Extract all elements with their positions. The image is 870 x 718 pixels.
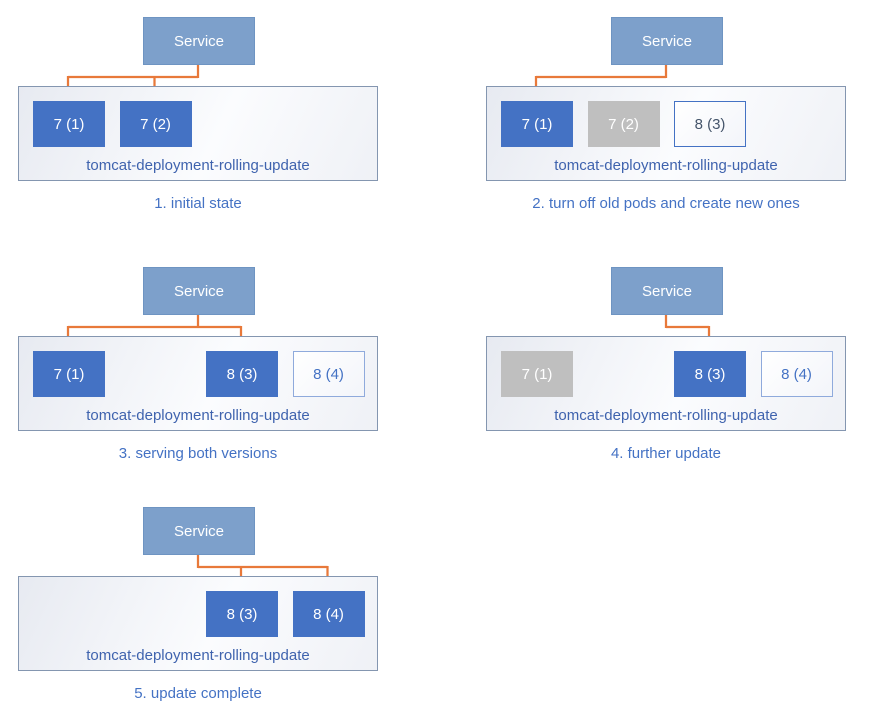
deployment-label: tomcat-deployment-rolling-update: [86, 157, 310, 174]
deployment-box: 7 (1) 8 (3) 8 (4) tomcat-deployment-rolling…: [18, 336, 378, 431]
service-box: Service: [611, 267, 723, 315]
deployment-box: 7 (1) 7 (2) tomcat-deployment-rolling-upda…: [18, 86, 378, 181]
service-label: Service: [173, 282, 225, 300]
pod-7-1-box: 7 (1): [33, 101, 105, 147]
deployment-label: tomcat-deployment-rolling-update: [86, 407, 310, 424]
pod-8-4-box: 8 (4): [760, 351, 833, 397]
pod-8-3-box: 8 (3): [674, 351, 746, 397]
pod-8-3-box: 8 (3): [206, 591, 278, 637]
panel-caption: 1. initial state: [154, 195, 242, 212]
service-label: Service: [641, 32, 693, 50]
deployment-label: tomcat-deployment-rolling-update: [554, 407, 778, 424]
pod-8-4-box: 8 (4): [292, 351, 365, 397]
pod-8-3-box: 8 (3): [206, 351, 278, 397]
panel-step-2: Service 7 (1) 7 (2) 8 (3) tomcat-deployment-…: [486, 0, 846, 235]
pod-7-2-box: 7 (2): [119, 101, 192, 147]
pod-8-4-box: 8 (4): [292, 591, 365, 637]
service-label: Service: [173, 32, 225, 50]
service-label: Service: [173, 522, 225, 540]
deployment-box: 8 (3) 8 (4) tomcat-deployment-rolling-upda…: [18, 576, 378, 671]
service-label: Service: [641, 282, 693, 300]
panel-caption: 3. serving both versions: [118, 445, 278, 462]
panel-step-5: Service 8 (3) 8 (4) tomcat-deployment-rolli…: [18, 490, 378, 718]
deployment-label: tomcat-deployment-rolling-update: [554, 157, 778, 174]
pod-7-2-box: 7 (2): [587, 101, 660, 147]
panel-step-1: Service 7 (1) 7 (2) tomcat-deployment-rolli…: [18, 0, 378, 235]
pod-7-1-box: 7 (1): [501, 351, 573, 397]
panel-caption: 5. update complete: [134, 685, 262, 702]
deployment-box: 7 (1) 8 (3) 8 (4) tomcat-deployment-rolling…: [486, 336, 846, 431]
service-box: Service: [143, 17, 255, 65]
deployment-box: 7 (1) 7 (2) 8 (3) tomcat-deployment-rolling…: [486, 86, 846, 181]
pod-8-3-box: 8 (3): [674, 101, 746, 147]
pod-7-1-box: 7 (1): [33, 351, 105, 397]
service-box: Service: [143, 507, 255, 555]
panel-step-3: Service 7 (1) 8 (3) 8 (4) tomcat-deployment-…: [18, 250, 378, 485]
panel-step-4: Service 7 (1) 8 (3) 8 (4) tomcat-deployment-…: [486, 250, 846, 485]
service-box: Service: [143, 267, 255, 315]
deployment-label: tomcat-deployment-rolling-update: [86, 647, 310, 664]
service-box: Service: [611, 17, 723, 65]
panel-caption: 2. turn off old pods and create new ones: [532, 195, 800, 212]
pod-7-1-box: 7 (1): [501, 101, 573, 147]
panel-caption: 4. further update: [610, 445, 722, 462]
